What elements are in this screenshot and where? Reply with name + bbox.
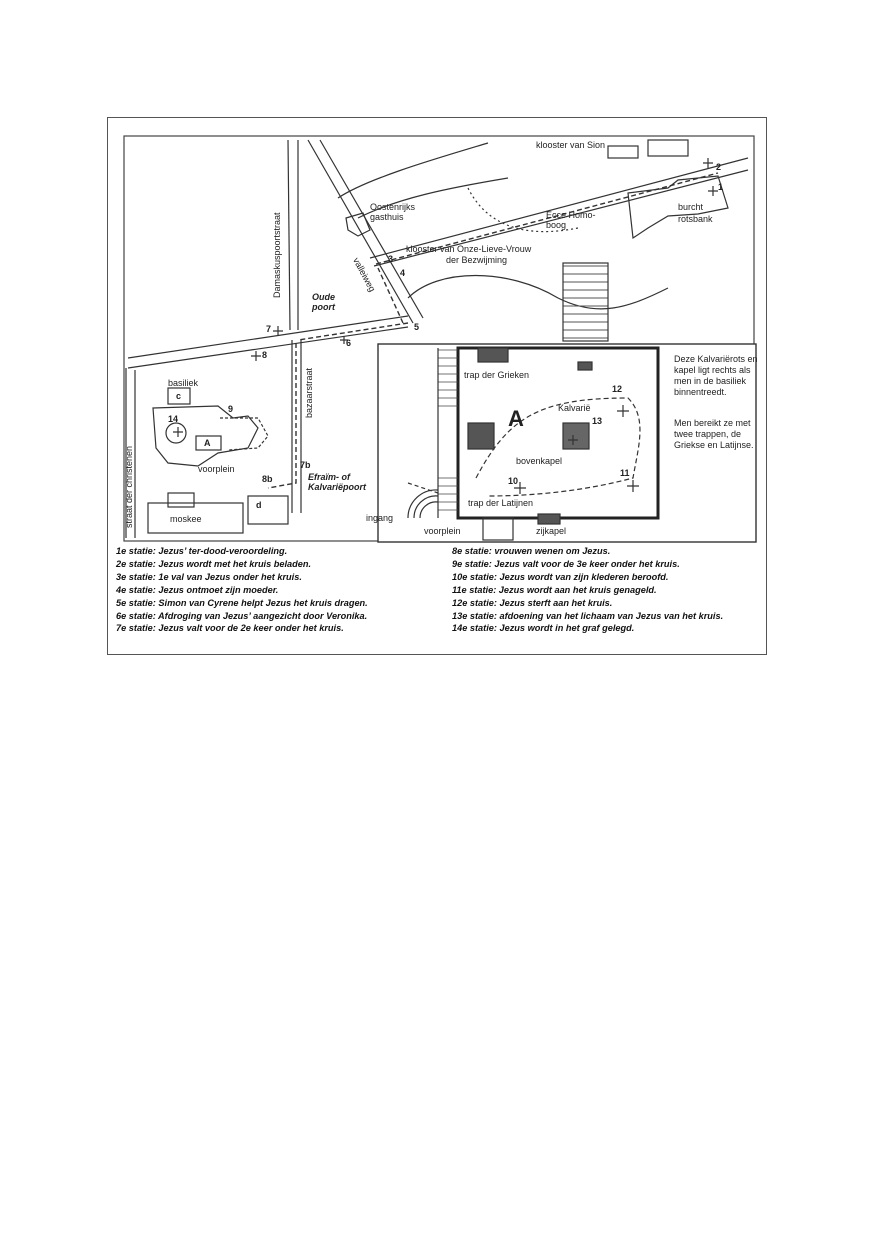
label-moskee: moskee [170, 514, 202, 524]
label-zijkapel: zijkapel [536, 526, 567, 536]
side-note-1: Deze Kalvariërots en kapel ligt rechts a… [674, 354, 758, 397]
label-klooster-olv: klooster van Onze-Lieve-Vrouw [406, 244, 532, 254]
label-trap-der-grieken: trap der Grieken [464, 370, 530, 380]
legend-item: 10e statie: Jezus wordt van zijn kledere… [452, 571, 669, 582]
label-ingang: ingang [366, 513, 394, 523]
station-3: 3 [388, 254, 394, 264]
legend-item: 14e statie: Jezus wordt in het graf gele… [452, 623, 635, 634]
station-7b: 7b [300, 460, 311, 470]
label-bazaarstraat: bazaarstraat [304, 367, 314, 418]
station-10: 10 [508, 476, 519, 486]
station-5: 5 [414, 322, 420, 332]
legend-column-left: 1e statie: Jezus’ ter-dood-veroordeling.… [116, 545, 368, 635]
side-note-2: Men bereikt ze met twee trappen, de Grie… [674, 418, 754, 450]
legend-item: 12e statie: Jezus sterft aan het kruis. [452, 597, 613, 608]
legend-item: 9e statie: Jezus valt voor de 3e keer on… [452, 558, 680, 569]
legend-item: 4e statie: Jezus ontmoet zijn moeder. [116, 584, 279, 595]
label-bezwijming: der Bezwijming [446, 255, 508, 265]
legend-item: 7e statie: Jezus valt voor de 2e keer on… [116, 623, 344, 634]
label-burcht: burcht [678, 202, 704, 212]
legend-item: 8e statie: vrouwen wenen om Jezus. [452, 546, 611, 556]
label-straat-der-christenen: straat der christenen [124, 445, 134, 528]
legend-item: 1e statie: Jezus’ ter-dood-veroordeling. [116, 546, 288, 556]
station-14: 14 [168, 414, 179, 424]
station-13: 13 [592, 416, 603, 426]
station-9: 9 [228, 404, 234, 414]
label-voorplein-left: voorplein [198, 464, 235, 474]
legend-item: 13e statie: afdoening van het lichaam va… [452, 610, 724, 621]
station-7: 7 [266, 324, 272, 334]
station-2: 2 [716, 162, 722, 172]
label-bovenkapel: bovenkapel [516, 456, 563, 466]
legend-item: 6e statie: Afdroging van Jezus’ aangezic… [116, 610, 368, 621]
label-small-c: c [176, 391, 182, 401]
stations-legend: 1e statie: Jezus’ ter-dood-veroordeling.… [116, 545, 766, 645]
legend-item: 5e statie: Simon van Cyrene helpt Jezus … [116, 597, 368, 608]
legend-item: 11e statie: Jezus wordt aan het kruis ge… [452, 584, 657, 595]
legend-column-right: 8e statie: vrouwen wenen om Jezus. 9e st… [452, 545, 723, 635]
station-11: 11 [620, 468, 630, 478]
label-ecce-homo: Ecce Homo- boog [546, 210, 596, 230]
station-1: 1 [718, 182, 724, 192]
label-oostenrijks-gasthuis: Oostenrijks gasthuis [370, 202, 416, 222]
label-kalvarie: Kalvarië [558, 403, 591, 413]
label-efraim-poort: Efraïm- of Kalvariëpoort [308, 472, 367, 492]
label-small-d: d [256, 500, 262, 510]
station-12: 12 [612, 384, 623, 394]
label-small-a: A [204, 438, 211, 448]
label-klooster-sion: klooster van Sion [536, 140, 606, 150]
label-voorplein-right: voorplein [424, 526, 461, 536]
station-6: 6 [346, 338, 352, 348]
label-trap-der-latijnen: trap der Latijnen [468, 498, 534, 508]
label-rotsbank: rotsbank [678, 214, 713, 224]
label-basiliek: basiliek [168, 378, 199, 388]
station-4: 4 [400, 268, 406, 278]
map-frame: klooster van Sion Oostenrijks gasthuis E… [107, 117, 767, 655]
label-oude-poort: Oude poort [312, 292, 336, 312]
station-8: 8 [262, 350, 268, 360]
station-8b: 8b [262, 474, 273, 484]
legend-item: 2e statie: Jezus wordt met het kruis bel… [116, 558, 312, 569]
street-map [123, 135, 757, 543]
label-damaskuspoortstraat: Damaskuspoortstraat [272, 212, 282, 298]
label-big-a: A [508, 406, 524, 431]
legend-item: 3e statie: 1e val van Jezus onder het kr… [116, 571, 302, 582]
